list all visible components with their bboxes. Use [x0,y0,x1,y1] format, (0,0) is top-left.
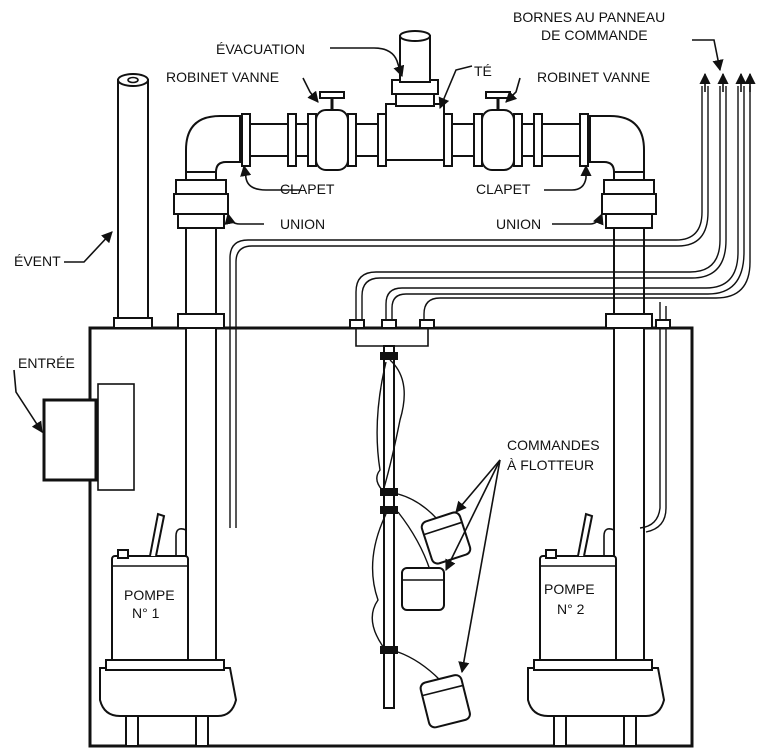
label-bornes-line1: BORNES AU PANNEAU [513,9,665,25]
pump-1 [99,512,238,747]
right-gate-valve [481,91,515,171]
label-clapet-left: CLAPET [280,181,335,197]
label-robinet-vanne-right: ROBINET VANNE [537,69,650,85]
label-commandes-line2: À FLOTTEUR [507,457,594,473]
pump-2 [527,512,666,747]
right-elbow [589,115,645,173]
float-switch-assembly [355,328,472,729]
control-wiring [229,72,756,533]
label-entree: ENTRÉE [18,355,75,371]
inlet-pipe [42,383,135,491]
label-pompe2-line2: N° 2 [557,601,585,617]
labels: ÉVACUATION ROBINET VANNE ROBINET VANNE T… [14,9,665,621]
label-clapet-right: CLAPET [476,181,531,197]
vent-pipe [113,73,153,329]
left-elbow [185,115,241,173]
label-commandes-line1: COMMANDES [507,437,600,453]
label-pompe1-line1: POMPE [124,587,175,603]
label-bornes-line2: DE COMMANDE [541,27,648,43]
label-union-left: UNION [280,216,325,232]
label-event: ÉVENT [14,253,61,269]
label-robinet-vanne-left: ROBINET VANNE [166,69,279,85]
label-pompe2-line1: POMPE [544,581,595,597]
leader-lines [13,39,724,674]
label-evacuation: ÉVACUATION [216,41,305,57]
left-discharge-riser [173,171,229,669]
label-union-right: UNION [496,216,541,232]
left-gate-valve [315,91,349,171]
label-pompe1-line2: N° 1 [132,605,160,621]
discharge-tee [385,30,445,161]
label-te: TÉ [474,63,492,79]
